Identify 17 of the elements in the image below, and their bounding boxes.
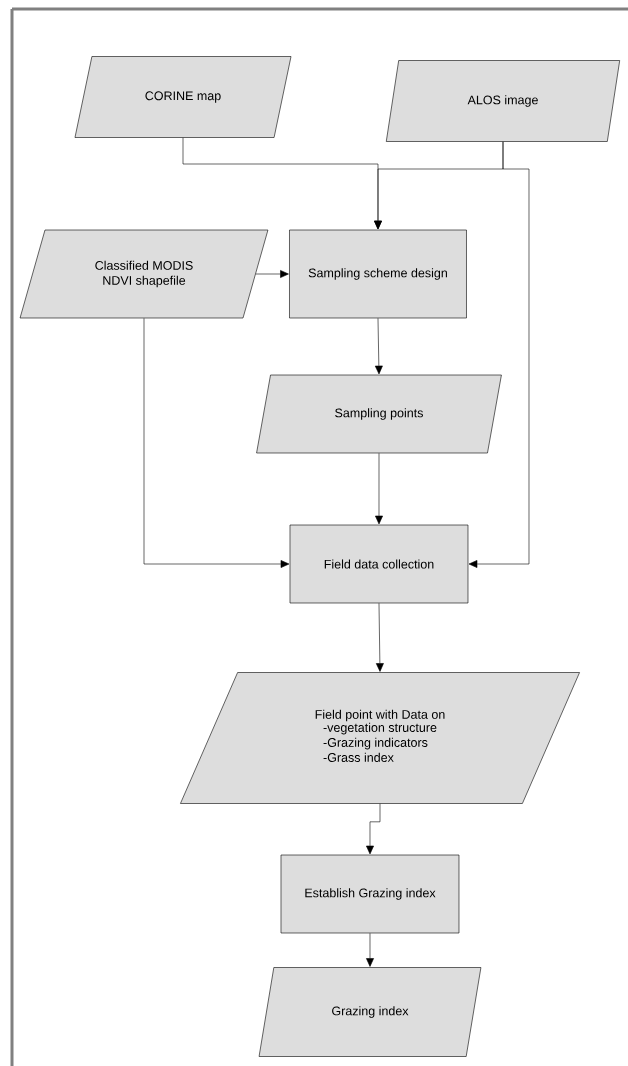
arrow [374,318,383,375]
arrow [366,803,381,855]
data-parallelogram: Field point with Data on -vegetation structure -Grazing indicators -Grass index [180,672,580,804]
arrow [468,141,530,568]
arrow [143,318,290,568]
process-box: Field data collection [289,524,469,604]
arrow [366,933,374,967]
process-box: Sampling scheme design [289,229,467,319]
data-parallelogram: CORINE map [74,56,292,138]
data-parallelogram: ALOS image [385,60,620,142]
arrow [375,453,383,525]
data-parallelogram: Grazing index [258,967,482,1057]
data-parallelogram: Sampling points [256,374,502,454]
arrow [375,603,384,672]
data-parallelogram: Classified MODIS NDVI shapefile [19,229,269,319]
process-box: Establish Grazing index [280,854,460,934]
arrow [255,270,289,278]
